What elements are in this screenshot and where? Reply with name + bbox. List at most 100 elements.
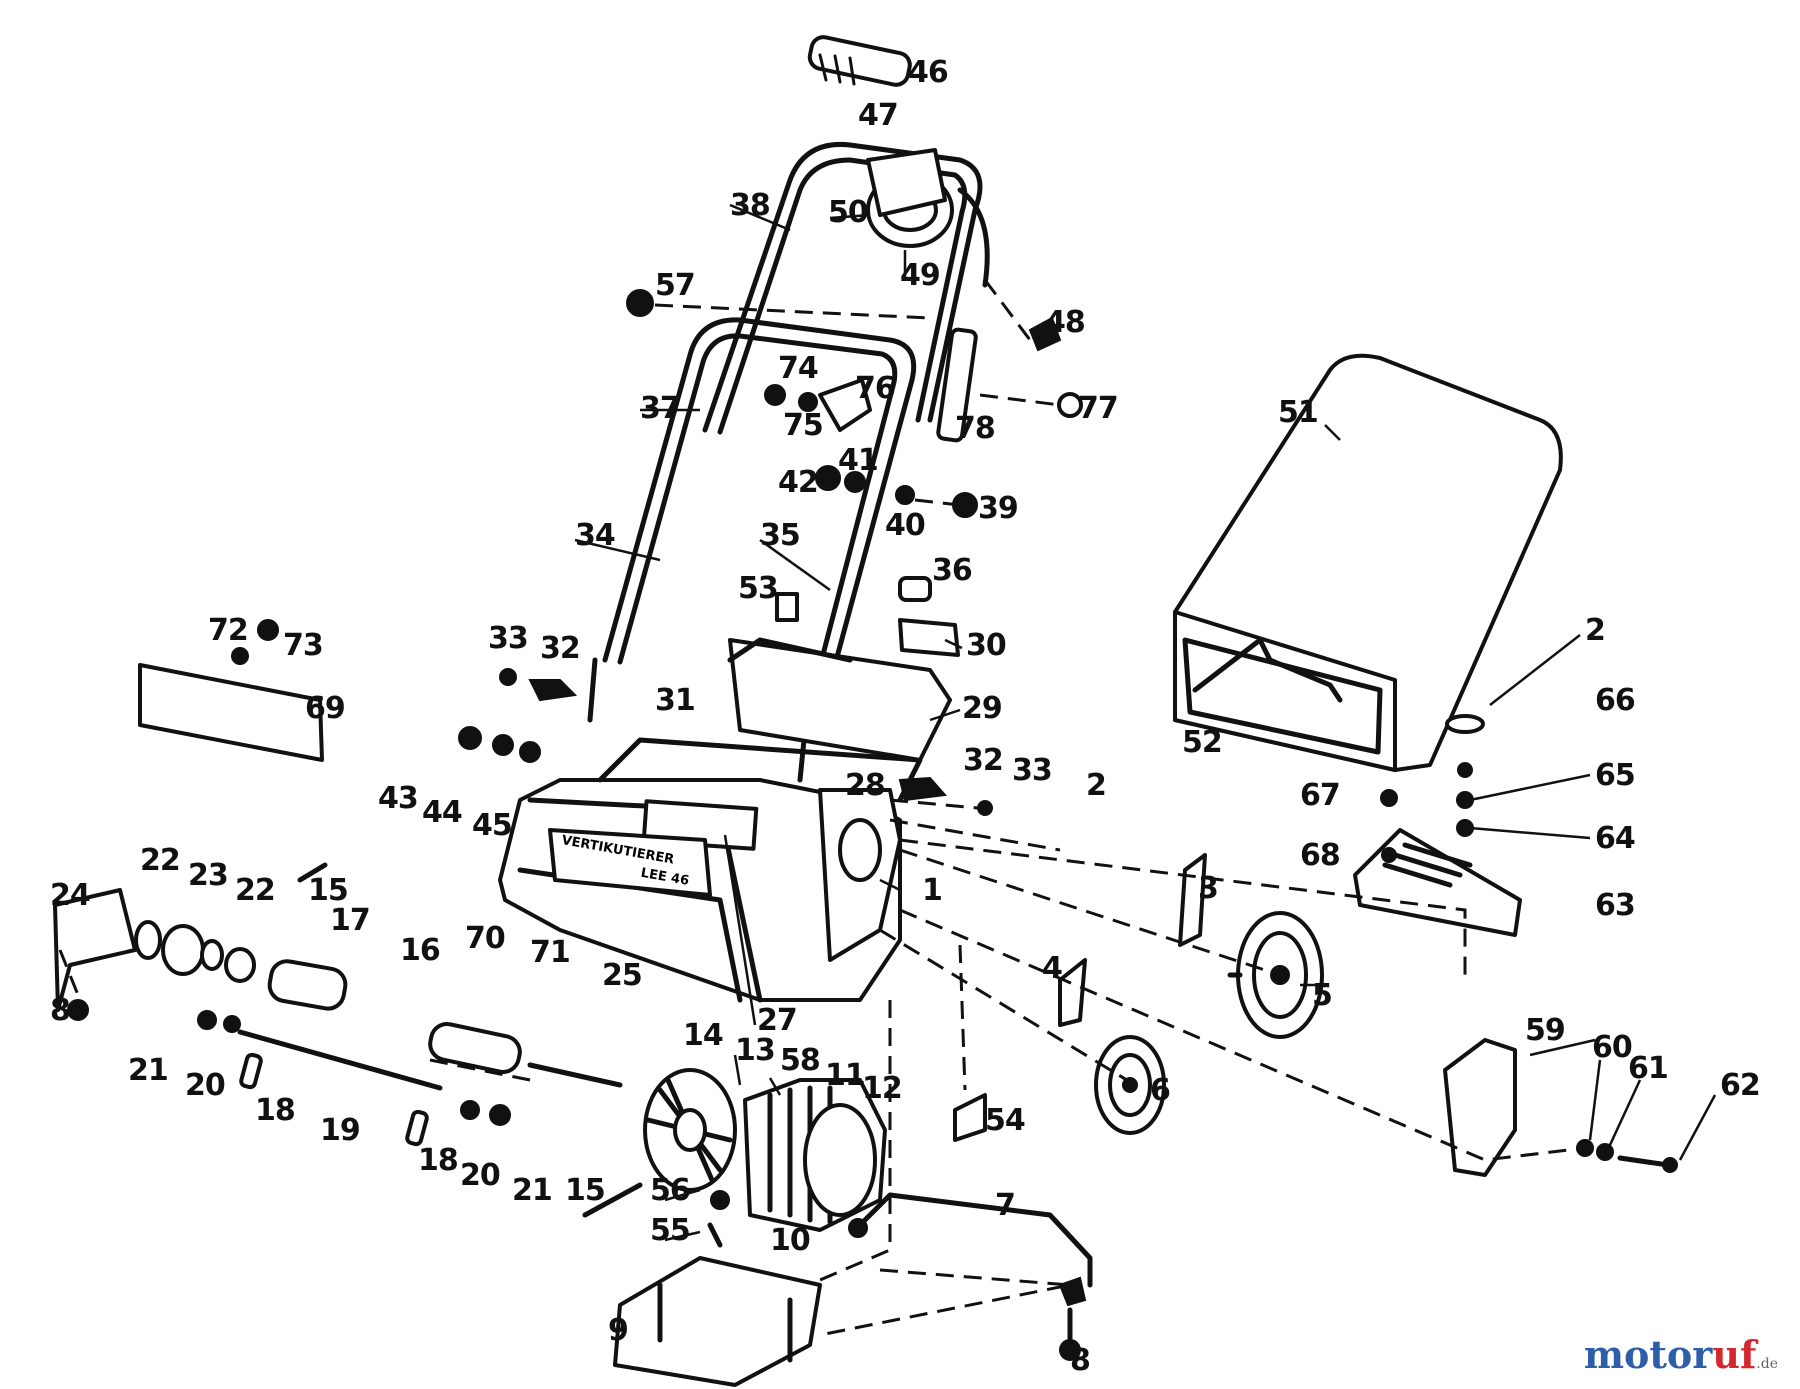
callout-24: 24	[50, 878, 90, 913]
assembly-lines	[58, 798, 1586, 1337]
part-callouts: 1 2 2 3 4 5 6 7 8 8 9 10 11 12 13 14 15 …	[50, 55, 1761, 1378]
brand-logo: motoruf.de	[1584, 1332, 1778, 1377]
callout-58: 58	[780, 1043, 820, 1078]
callout-71: 71	[530, 935, 570, 970]
callout-17: 17	[330, 903, 370, 938]
callout-63: 63	[1595, 888, 1635, 923]
callout-20-b: 20	[460, 1158, 500, 1193]
callout-27: 27	[757, 1003, 797, 1038]
callout-38: 38	[730, 188, 770, 223]
callout-16-a: 16	[400, 933, 440, 968]
callout-7: 7	[995, 1188, 1015, 1223]
main-housing: VERTIKUTIERER LEE 46	[458, 592, 993, 1003]
callout-64: 64	[1595, 821, 1635, 856]
callout-70: 70	[465, 921, 505, 956]
callout-69: 69	[305, 691, 345, 726]
callout-30: 30	[966, 628, 1006, 663]
rear-flap	[1353, 714, 1522, 937]
callout-33-b: 33	[1012, 753, 1052, 788]
callout-9: 9	[608, 1313, 628, 1348]
callout-8-a: 8	[50, 993, 70, 1028]
callout-36: 36	[932, 553, 972, 588]
callout-42: 42	[778, 465, 818, 500]
callout-48: 48	[1045, 305, 1085, 340]
callout-19: 19	[320, 1113, 360, 1148]
callout-13: 13	[735, 1033, 775, 1068]
height-adjust-brackets	[953, 853, 1207, 1142]
callout-44: 44	[422, 795, 462, 830]
callout-12: 12	[862, 1071, 902, 1106]
callout-22-b: 22	[235, 873, 275, 908]
callout-20-a: 20	[185, 1068, 225, 1103]
callout-74: 74	[778, 351, 818, 386]
callout-51: 51	[1278, 395, 1318, 430]
callout-45: 45	[472, 808, 512, 843]
callout-78: 78	[955, 411, 995, 446]
callout-21-b: 21	[512, 1173, 552, 1208]
callout-60: 60	[1592, 1030, 1632, 1065]
callout-56: 56	[650, 1173, 690, 1208]
brand-name-part2: uf	[1712, 1332, 1757, 1377]
callout-15-b: 15	[565, 1173, 605, 1208]
adjust-lever	[613, 1192, 1093, 1387]
callout-66: 66	[1595, 683, 1635, 718]
callout-23: 23	[188, 858, 228, 893]
callout-65: 65	[1595, 758, 1635, 793]
callout-57: 57	[655, 268, 695, 303]
callout-2-a: 2	[1585, 613, 1605, 648]
callout-54: 54	[985, 1103, 1025, 1138]
callout-39: 39	[978, 491, 1018, 526]
callout-22-a: 22	[140, 843, 180, 878]
callout-32-a: 32	[540, 631, 580, 666]
callout-41: 41	[838, 443, 878, 478]
callout-75: 75	[783, 408, 823, 443]
callout-4: 4	[1042, 951, 1062, 986]
brand-tld: .de	[1756, 1356, 1778, 1372]
callout-1: 1	[922, 873, 942, 908]
callout-2-b: 2	[1086, 768, 1106, 803]
callout-15-a: 15	[308, 873, 348, 908]
callout-49: 49	[900, 258, 940, 293]
callout-46: 46	[908, 55, 948, 90]
callout-47: 47	[858, 98, 898, 133]
callout-5: 5	[1312, 978, 1332, 1013]
callout-33-a: 33	[488, 621, 528, 656]
callout-21-a: 21	[128, 1053, 168, 1088]
callout-3: 3	[1198, 871, 1218, 906]
cover-plate	[138, 619, 324, 762]
callout-50: 50	[828, 195, 868, 230]
leader-lines	[574, 203, 1717, 1242]
wheels	[1094, 911, 1324, 1135]
callout-35: 35	[760, 518, 800, 553]
callout-55: 55	[650, 1213, 690, 1248]
callout-25: 25	[602, 958, 642, 993]
bearing-parts	[53, 862, 623, 1147]
callout-40: 40	[885, 508, 925, 543]
brand-name-part1: motor	[1583, 1332, 1713, 1377]
callout-37: 37	[640, 391, 680, 426]
callout-72: 72	[208, 613, 248, 648]
callout-73: 73	[283, 628, 323, 663]
callout-6: 6	[1150, 1073, 1170, 1108]
callout-43: 43	[378, 781, 418, 816]
callout-28: 28	[845, 768, 885, 803]
callout-67: 67	[1300, 778, 1340, 813]
callout-11: 11	[825, 1058, 865, 1093]
callout-59: 59	[1525, 1013, 1565, 1048]
grass-collection-box	[1173, 353, 1563, 772]
callout-10: 10	[770, 1223, 810, 1258]
motor-assembly	[582, 1068, 887, 1248]
callout-8-b: 8	[1070, 1343, 1090, 1378]
callout-31: 31	[655, 683, 695, 718]
callout-18-a: 18	[255, 1093, 295, 1128]
callout-18-b: 18	[418, 1143, 458, 1178]
rear-guard	[1443, 1038, 1678, 1177]
callout-29: 29	[962, 691, 1002, 726]
callout-14: 14	[683, 1018, 723, 1053]
callout-76: 76	[855, 371, 895, 406]
callout-68: 68	[1300, 838, 1340, 873]
callout-32-b: 32	[963, 743, 1003, 778]
callout-62: 62	[1720, 1068, 1760, 1103]
callout-77: 77	[1078, 391, 1118, 426]
